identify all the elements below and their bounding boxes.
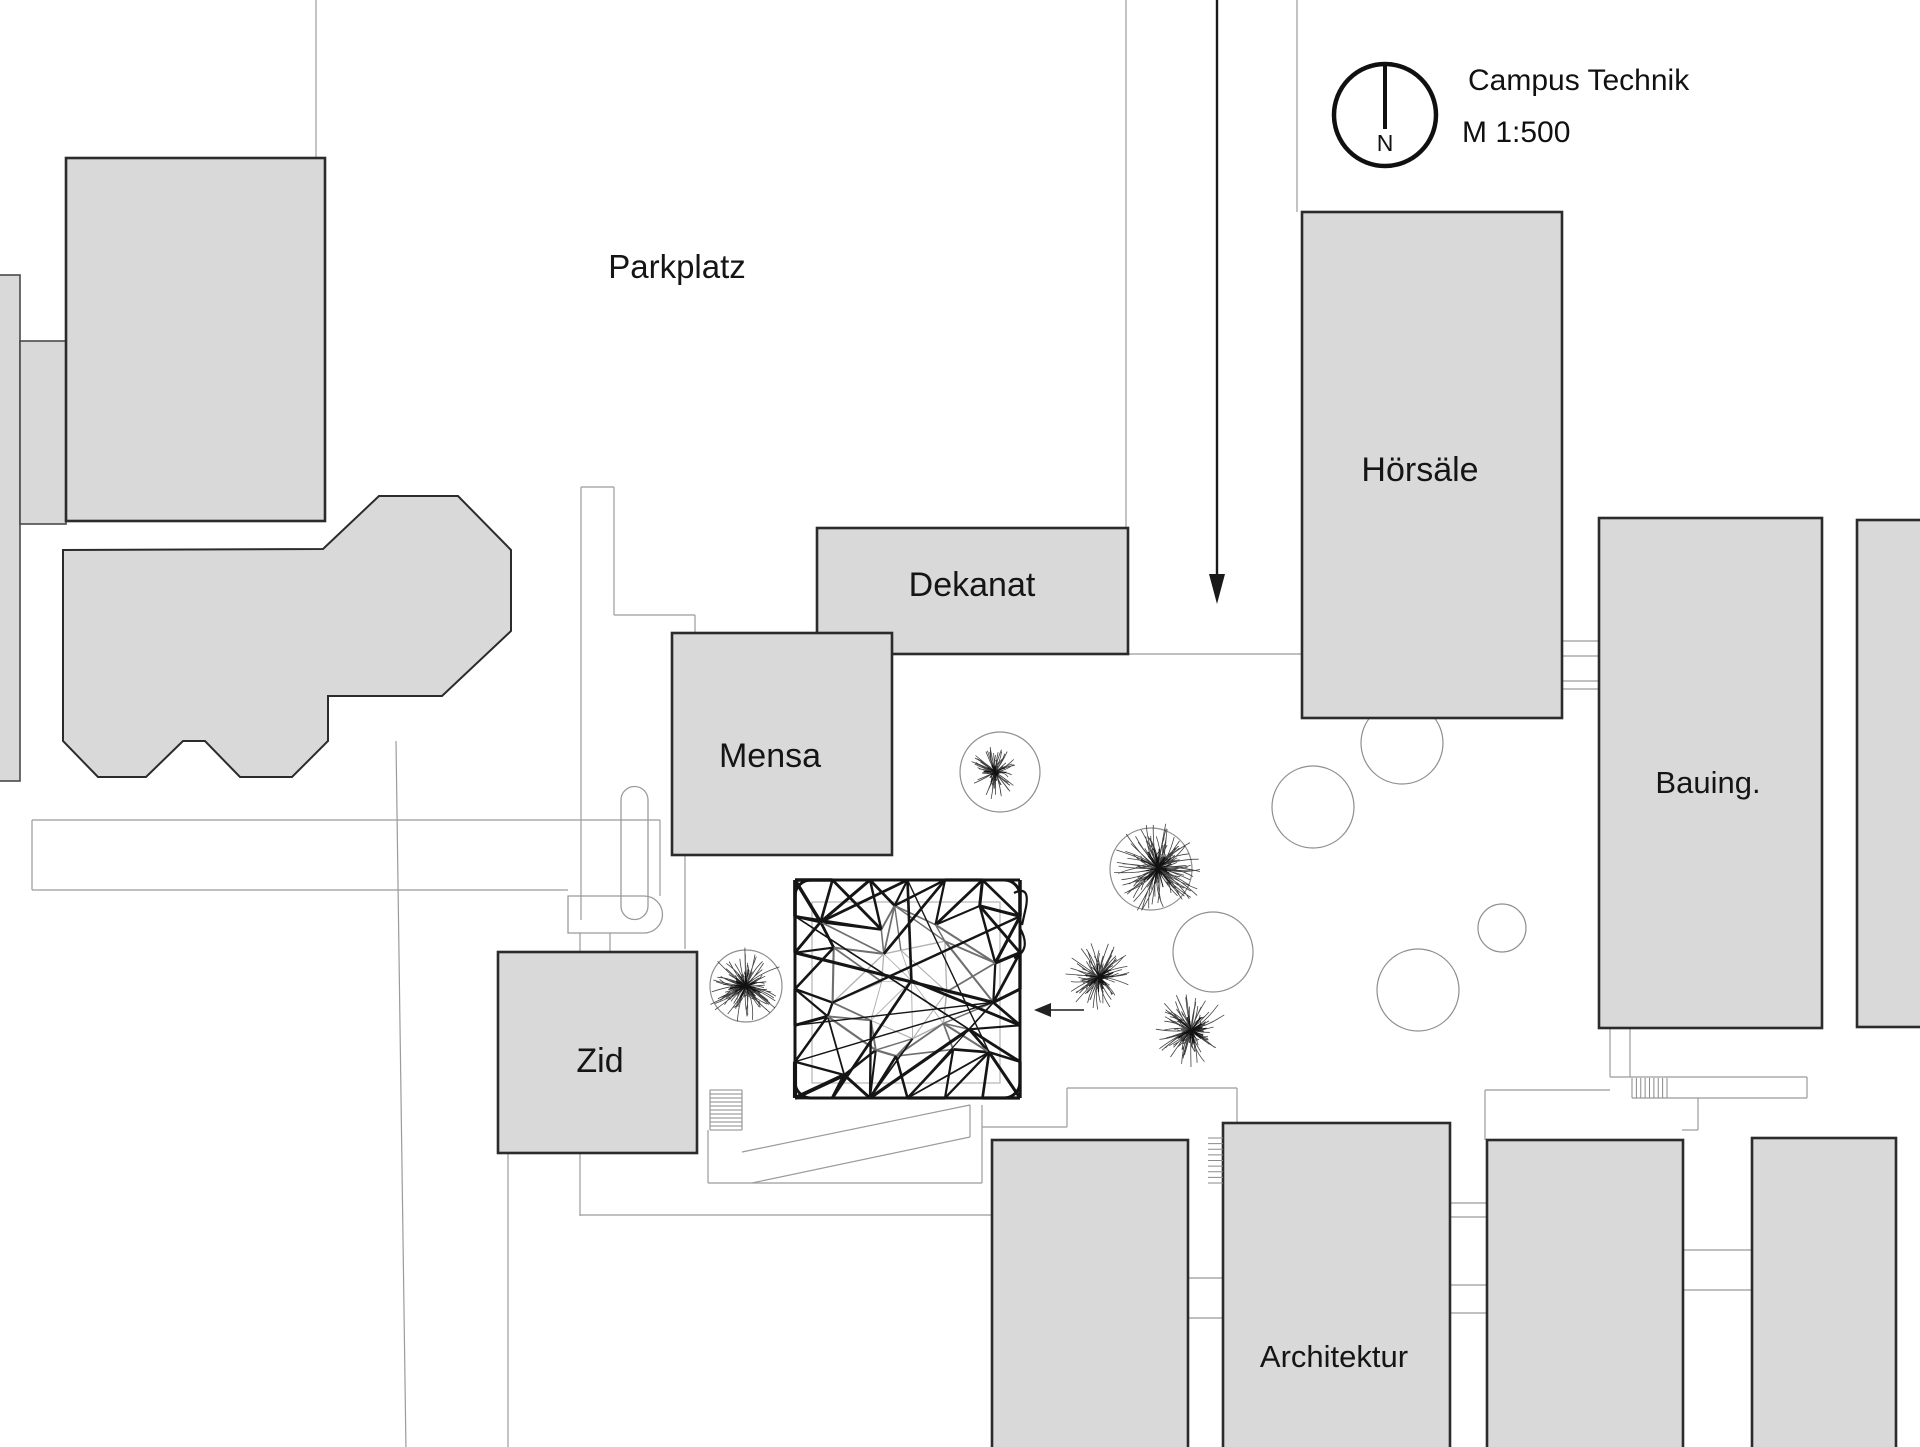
building-label-bauing: Bauing.: [1655, 765, 1760, 800]
stairs: [710, 1078, 1668, 1184]
building-label-hoersaele: Hörsäle: [1361, 451, 1478, 489]
north-letter: N: [1377, 130, 1394, 156]
building-label-dekanat: Dekanat: [909, 566, 1036, 604]
building-unlabeled-west-2: [19, 340, 67, 525]
building-zid: Zid: [496, 950, 699, 1155]
building-unlabeled-northwest: [64, 156, 327, 523]
building-bauing: Bauing.: [1597, 516, 1824, 1030]
building-label-mensa: Mensa: [719, 737, 821, 775]
path-network: [31, 0, 1808, 1447]
building-unlabeled-south-2: [1485, 1138, 1685, 1447]
title-block: Campus Technik M 1:500: [1462, 64, 1690, 149]
building-label-zid: Zid: [576, 1042, 623, 1080]
building-unlabeled-notched: [62, 495, 512, 778]
building-mensa: Mensa: [670, 631, 894, 857]
map-scale: M 1:500: [1462, 116, 1570, 149]
entrance-arrow: [1209, 0, 1225, 604]
trees: [710, 747, 1225, 1068]
building-architektur: Architektur: [1221, 1121, 1452, 1447]
building-unlabeled-west-1: [0, 274, 21, 782]
walkway-stadium-vertical: [620, 785, 649, 921]
north-indicator: N: [1331, 61, 1439, 169]
arrow-left-icon: [1034, 1003, 1051, 1017]
arrow-down-icon: [1209, 574, 1225, 604]
walkway-stadium-horizontal: [567, 895, 664, 934]
pavilion-canopy-web: [792, 878, 1028, 1100]
building-unlabeled-south-1: [990, 1138, 1190, 1447]
building-hoersaele: Hörsäle: [1300, 210, 1564, 720]
area-label-parkplatz: Parkplatz: [608, 248, 746, 285]
walkway-shapes: [567, 785, 664, 934]
buildings: Dekanat Mensa Hörsäle Bauing. Zid Archit…: [0, 156, 1920, 1447]
map-title: Campus Technik: [1468, 64, 1690, 97]
building-unlabeled-south-3: [1750, 1136, 1898, 1447]
pavilion-pointer: [1034, 1003, 1084, 1017]
building-unlabeled-east: [1855, 518, 1920, 1029]
pavilion-structure: [792, 878, 1028, 1100]
building-label-architektur: Architektur: [1260, 1339, 1408, 1374]
